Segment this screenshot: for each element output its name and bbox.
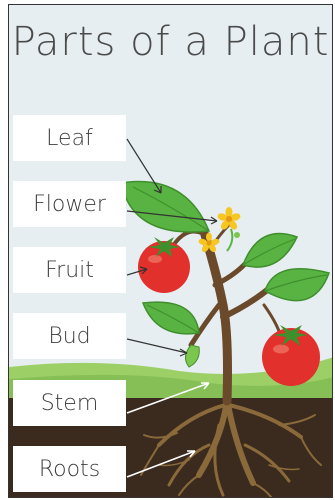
page-title: Parts of a Plant (9, 19, 332, 65)
label-fruit: Fruit (13, 247, 126, 293)
label-roots: Roots (13, 446, 126, 492)
label-stem: Stem (13, 380, 126, 426)
label-leaf: Leaf (13, 115, 126, 161)
label-flower: Flower (13, 181, 126, 227)
plant-diagram: Parts of a Plant Leaf Flower Fruit Bud S… (8, 4, 333, 498)
label-bud: Bud (13, 313, 126, 359)
